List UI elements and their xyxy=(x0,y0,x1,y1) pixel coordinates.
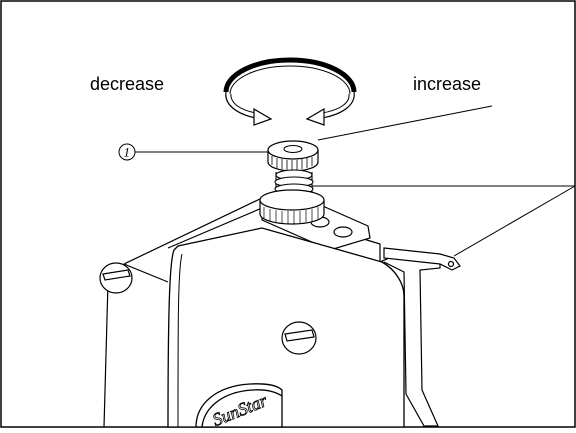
increase-label: increase xyxy=(413,74,481,94)
arrowhead-right xyxy=(253,107,273,126)
screw-right xyxy=(281,321,317,355)
tension-knob xyxy=(267,140,319,172)
rotation-arrow xyxy=(223,57,357,126)
thread-lines xyxy=(306,105,576,257)
thread-guide-hook xyxy=(383,247,461,271)
decrease-label: decrease xyxy=(90,74,164,94)
plate-hole xyxy=(333,226,353,238)
screw-left xyxy=(99,262,133,294)
base-nut xyxy=(259,189,325,225)
callout-1: 1 xyxy=(118,143,268,161)
svg-text:1: 1 xyxy=(124,145,131,160)
arrowhead-left xyxy=(305,107,325,126)
sunstar-logo: SunStar xyxy=(195,383,283,430)
